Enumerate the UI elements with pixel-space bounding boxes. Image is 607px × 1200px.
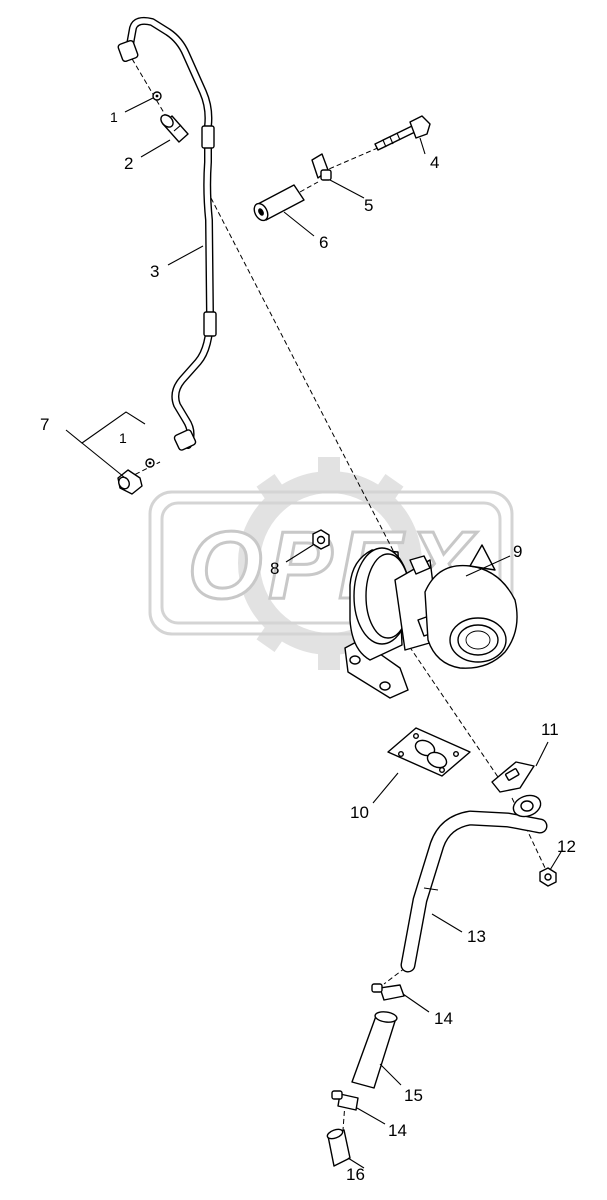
callout-16: 16 [346,1165,365,1184]
hose-clamp [331,1090,359,1111]
callout-1b: 1 [119,430,127,446]
leader-lines [65,97,562,1169]
nut [312,529,330,550]
bolt [374,115,431,151]
watermark-frame-outer [148,490,514,636]
callout-3: 3 [150,262,159,281]
hose-sleeve [253,184,305,222]
oil-feed-pipe [117,16,217,451]
sealing-washer [152,91,162,101]
clamp [311,153,332,181]
flange-gasket [387,727,471,777]
drain-gasket [491,761,535,793]
elbow-connector [326,1128,351,1167]
callout-12: 12 [557,837,576,856]
callout-5: 5 [364,196,373,215]
turbocharger [344,544,518,699]
drain-bolt [539,867,557,887]
sealing-washer [145,458,155,468]
callout-14a: 14 [434,1009,453,1028]
oil-drain-pipe [400,794,548,973]
hose-clamp [371,983,405,1001]
callout-6: 6 [319,233,328,252]
watermark-frame-inner [160,501,502,625]
callout-4: 4 [430,153,439,172]
callout-2: 2 [124,154,133,173]
callout-8: 8 [270,559,279,578]
callout-10: 10 [350,803,369,822]
assembly-lines [127,51,547,1131]
callout-15: 15 [404,1086,423,1105]
watermark: OPEX [148,457,514,670]
callout-1a: 1 [110,109,118,125]
hose [351,1011,398,1089]
callout-labels: 1 2 3 4 5 6 7 1 8 9 10 11 12 13 14 15 14… [40,109,576,1184]
callout-11: 11 [541,720,559,739]
adapter-fitting [160,114,189,143]
callout-9: 9 [513,542,522,561]
connector-fitting [117,469,143,495]
callout-14b: 14 [388,1121,407,1140]
callout-7: 7 [40,415,49,434]
callout-13: 13 [467,927,486,946]
